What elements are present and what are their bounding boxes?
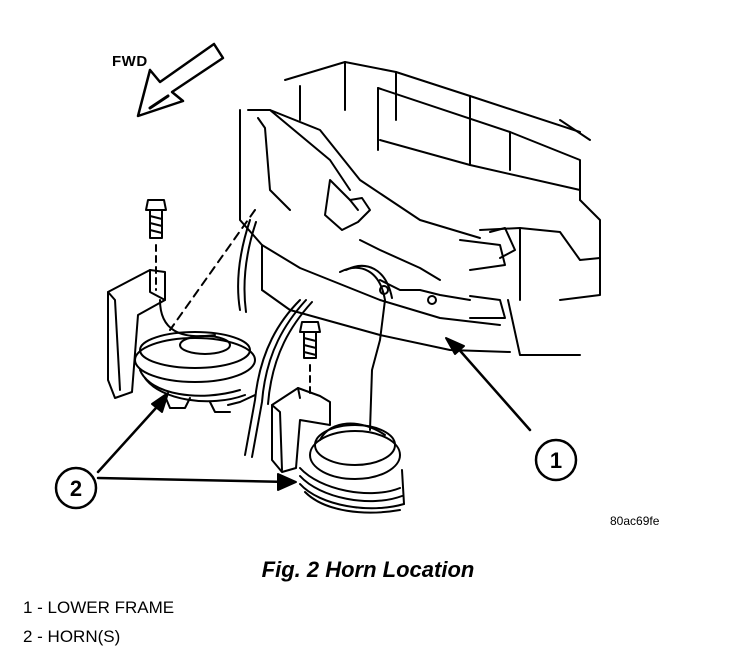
dashed-guide-line xyxy=(169,209,256,331)
horn-location-illustration: 1 2 xyxy=(54,42,601,514)
vehicle-body-structure xyxy=(284,61,601,356)
horn-right xyxy=(271,387,405,514)
callout-1-number: 1 xyxy=(550,448,562,473)
legend-item-horns: 2 - HORN(S) xyxy=(23,627,121,646)
wiring-harness xyxy=(227,219,393,458)
figure-code: 80ac69fe xyxy=(610,514,660,528)
forward-direction-label: FWD xyxy=(112,53,148,70)
mounting-bolt-right xyxy=(299,321,321,396)
callout-2-number: 2 xyxy=(70,476,82,501)
callout-1: 1 xyxy=(445,337,578,482)
forward-arrow-icon xyxy=(136,42,225,118)
horn-left xyxy=(107,269,256,413)
legend-item-lower-frame: 1 - LOWER FRAME xyxy=(23,598,175,617)
mounting-bolt-left xyxy=(145,199,167,291)
callout-2: 2 xyxy=(54,392,297,510)
figure-caption: Fig. 2 Horn Location xyxy=(261,557,475,582)
